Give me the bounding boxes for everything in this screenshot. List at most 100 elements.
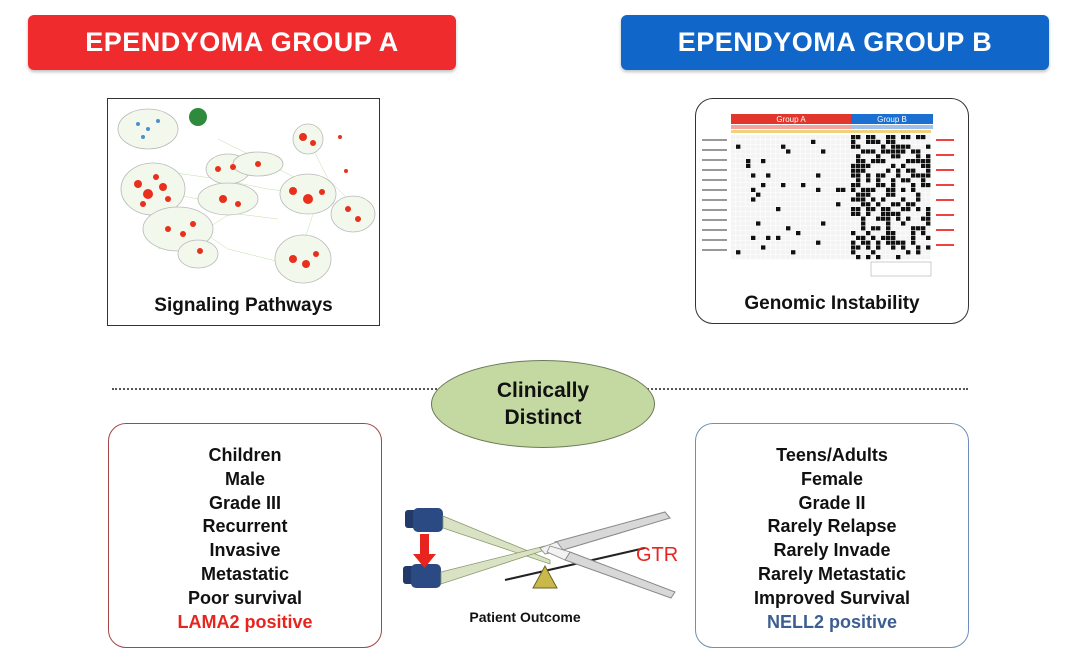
heatmap-cell bbox=[906, 173, 911, 178]
heatmap-cell bbox=[841, 139, 846, 144]
heatmap-cell bbox=[841, 154, 846, 159]
heatmap-cell bbox=[771, 139, 776, 144]
heatmap-cell bbox=[871, 139, 876, 144]
heatmap-cell bbox=[816, 235, 821, 240]
heatmap-cell bbox=[861, 207, 866, 212]
heatmap-cell bbox=[746, 235, 751, 240]
heatmap-cell bbox=[921, 216, 926, 221]
heatmap-cell bbox=[811, 231, 816, 236]
heatmap-cell bbox=[786, 207, 791, 212]
heatmap-cell bbox=[786, 235, 791, 240]
heatmap-cell bbox=[866, 255, 871, 260]
heatmap-cell bbox=[791, 149, 796, 154]
heatmap-cell bbox=[921, 255, 926, 260]
heatmap-cell bbox=[876, 159, 881, 164]
heatmap-cell bbox=[751, 139, 756, 144]
heatmap-cell bbox=[746, 216, 751, 221]
heatmap-cell bbox=[811, 178, 816, 183]
heatmap-cell bbox=[836, 149, 841, 154]
heatmap-cell bbox=[821, 168, 826, 173]
heatmap-cell bbox=[846, 168, 851, 173]
heatmap-cell bbox=[771, 144, 776, 149]
group-b-traits-box: Teens/Adults Female Grade II Rarely Rela… bbox=[695, 423, 969, 648]
heatmap-cell bbox=[861, 221, 866, 226]
group-b-trait: Grade II bbox=[798, 492, 866, 513]
heatmap-cell bbox=[801, 226, 806, 231]
heatmap-cell bbox=[731, 187, 736, 192]
heatmap-cell bbox=[901, 139, 906, 144]
heatmap-cell bbox=[741, 149, 746, 154]
heatmap-cell bbox=[781, 139, 786, 144]
heatmap-cell bbox=[861, 154, 866, 159]
heatmap-cell bbox=[881, 211, 886, 216]
heatmap-cell bbox=[886, 250, 891, 255]
heatmap-cell bbox=[851, 159, 856, 164]
heatmap-cell bbox=[866, 154, 871, 159]
heatmap-cell bbox=[766, 221, 771, 226]
heatmap-cell bbox=[766, 235, 771, 240]
heatmap-cell bbox=[816, 178, 821, 183]
heatmap-cell bbox=[816, 207, 821, 212]
heatmap-cell bbox=[831, 192, 836, 197]
heatmap-cell bbox=[926, 192, 931, 197]
heatmap-cell bbox=[861, 202, 866, 207]
heatmap-cell bbox=[771, 149, 776, 154]
heatmap-cell bbox=[806, 135, 811, 140]
heatmap-cell bbox=[916, 183, 921, 188]
heatmap-cell bbox=[781, 144, 786, 149]
heatmap-cell bbox=[801, 168, 806, 173]
heatmap-cell bbox=[761, 173, 766, 178]
heatmap-cell bbox=[891, 163, 896, 168]
heatmap-cell bbox=[866, 135, 871, 140]
heatmap-cell bbox=[786, 163, 791, 168]
heatmap-cell bbox=[901, 240, 906, 245]
heatmap-cell bbox=[746, 168, 751, 173]
heatmap-cell bbox=[846, 226, 851, 231]
heatmap-cell bbox=[911, 178, 916, 183]
heatmap-cell bbox=[876, 154, 881, 159]
heatmap-cell bbox=[771, 221, 776, 226]
heatmap-cell bbox=[821, 163, 826, 168]
heatmap-cell bbox=[881, 231, 886, 236]
heatmap-cell bbox=[906, 163, 911, 168]
heatmap-cell bbox=[911, 168, 916, 173]
heatmap-cell bbox=[781, 159, 786, 164]
heatmap-cell bbox=[896, 192, 901, 197]
heatmap-cell bbox=[761, 197, 766, 202]
heatmap-cell bbox=[751, 178, 756, 183]
heatmap-cell bbox=[816, 154, 821, 159]
heatmap-cell bbox=[916, 139, 921, 144]
heatmap-cell bbox=[826, 235, 831, 240]
heatmap-cell bbox=[771, 197, 776, 202]
heatmap-cell bbox=[866, 159, 871, 164]
heatmap-cell bbox=[866, 211, 871, 216]
heatmap-cell bbox=[851, 221, 856, 226]
heatmap-cell bbox=[851, 216, 856, 221]
heatmap-cell bbox=[861, 192, 866, 197]
heatmap-cell bbox=[786, 250, 791, 255]
heatmap-cell bbox=[796, 235, 801, 240]
heatmap-cell bbox=[831, 207, 836, 212]
heatmap-cell bbox=[876, 183, 881, 188]
heatmap-cell bbox=[916, 192, 921, 197]
heatmap-cell bbox=[831, 163, 836, 168]
heatmap-cell bbox=[926, 144, 931, 149]
heatmap-cell bbox=[751, 231, 756, 236]
heatmap-cell bbox=[856, 197, 861, 202]
heatmap-cell bbox=[756, 173, 761, 178]
heatmap-cell bbox=[801, 197, 806, 202]
heatmap-cell bbox=[736, 245, 741, 250]
heatmap-cell bbox=[886, 235, 891, 240]
heatmap-cell bbox=[856, 231, 861, 236]
heatmap-cell bbox=[826, 135, 831, 140]
heatmap-cell bbox=[791, 250, 796, 255]
heatmap-cell bbox=[871, 240, 876, 245]
heatmap-cell bbox=[831, 250, 836, 255]
heatmap-cell bbox=[791, 197, 796, 202]
heatmap-cell bbox=[921, 183, 926, 188]
heatmap-cell bbox=[731, 144, 736, 149]
heatmap-cell bbox=[921, 211, 926, 216]
heatmap-cell bbox=[911, 245, 916, 250]
heatmap-cell bbox=[836, 202, 841, 207]
heatmap-cell bbox=[861, 197, 866, 202]
